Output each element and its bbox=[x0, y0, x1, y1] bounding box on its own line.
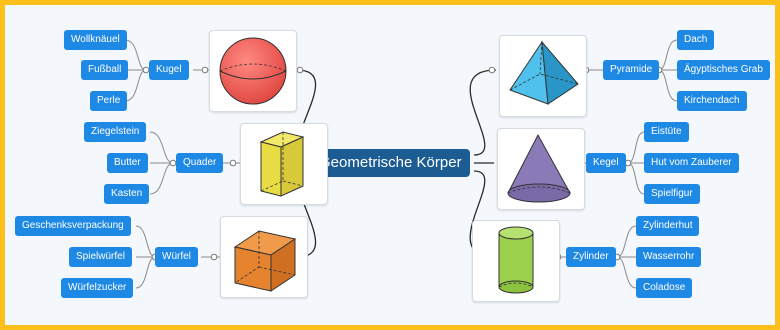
pyramid-card bbox=[499, 35, 587, 117]
leaf-hut-vom-zauberer[interactable]: Hut vom Zauberer bbox=[644, 153, 739, 173]
branch-pyramide[interactable]: Pyramide bbox=[603, 60, 660, 80]
leaf-fussball[interactable]: Fußball bbox=[81, 60, 129, 80]
cylinder-card bbox=[472, 220, 560, 302]
leaf-kasten[interactable]: Kasten bbox=[104, 184, 150, 204]
cube-icon bbox=[233, 230, 297, 292]
cone-card bbox=[497, 128, 585, 210]
leaf-coladose[interactable]: Coladose bbox=[636, 278, 693, 298]
branch-kugel[interactable]: Kugel bbox=[149, 60, 189, 80]
leaf-wasserrohr[interactable]: Wasserrohr bbox=[636, 247, 702, 267]
leaf-geschenksverpackung[interactable]: Geschenksverpackung bbox=[15, 216, 131, 236]
branch-wuerfel[interactable]: Würfel bbox=[155, 247, 198, 267]
sphere-icon bbox=[219, 37, 287, 105]
cuboid-icon bbox=[259, 131, 305, 197]
cube-card bbox=[220, 216, 308, 298]
cylinder-icon bbox=[498, 226, 534, 294]
leaf-perle[interactable]: Perle bbox=[90, 91, 128, 111]
cuboid-card bbox=[240, 123, 328, 205]
leaf-eistuete[interactable]: Eistüte bbox=[644, 122, 689, 142]
leaf-ziegelstein[interactable]: Ziegelstein bbox=[84, 122, 147, 142]
leaf-zylinderhut[interactable]: Zylinderhut bbox=[636, 216, 700, 236]
leaf-dach[interactable]: Dach bbox=[677, 30, 715, 50]
leaf-wuerfelzucker[interactable]: Würfelzucker bbox=[61, 278, 134, 298]
leaf-aegyptisches-grab[interactable]: Ägyptisches Grab bbox=[677, 60, 770, 80]
center-topic[interactable]: Geometrische Körper bbox=[311, 149, 470, 177]
cone-icon bbox=[507, 133, 571, 203]
sphere-card bbox=[209, 30, 297, 112]
branch-quader[interactable]: Quader bbox=[176, 153, 224, 173]
leaf-wollknaeuel[interactable]: Wollknäuel bbox=[64, 30, 127, 50]
branch-kegel[interactable]: Kegel bbox=[586, 153, 626, 173]
leaf-spielwuerfel[interactable]: Spielwürfel bbox=[69, 247, 132, 267]
leaf-butter[interactable]: Butter bbox=[107, 153, 148, 173]
leaf-kirchendach[interactable]: Kirchendach bbox=[677, 91, 747, 111]
branch-zylinder[interactable]: Zylinder bbox=[566, 247, 616, 267]
leaf-spielfigur[interactable]: Spielfigur bbox=[644, 184, 700, 204]
pyramid-icon bbox=[509, 40, 579, 105]
